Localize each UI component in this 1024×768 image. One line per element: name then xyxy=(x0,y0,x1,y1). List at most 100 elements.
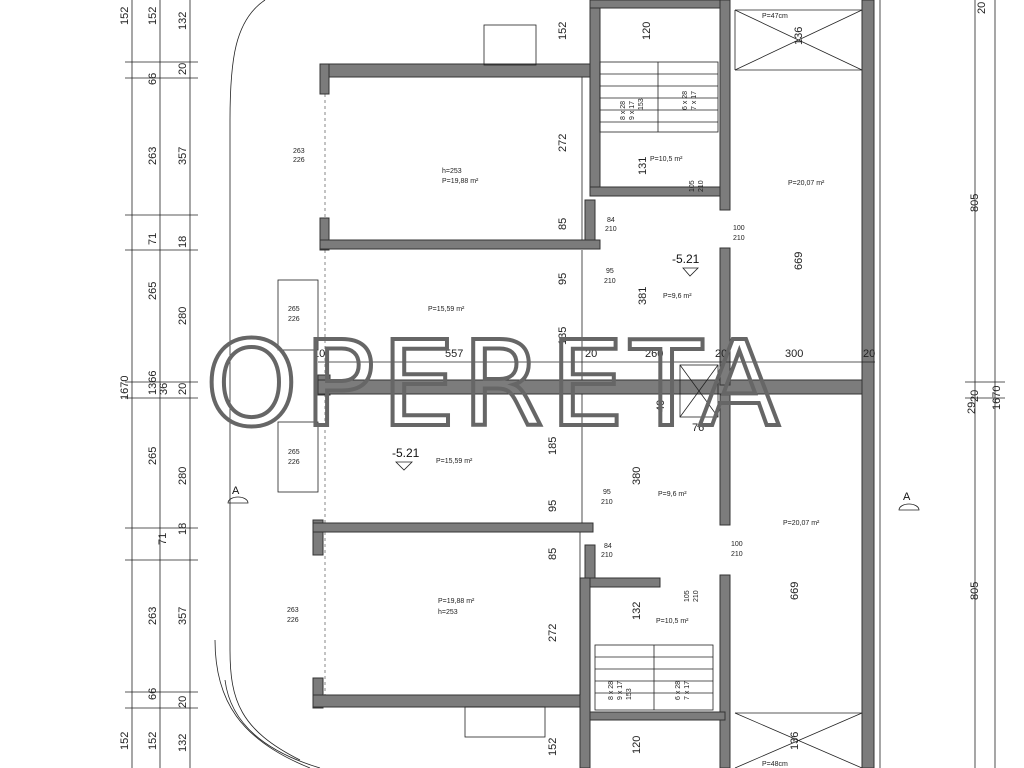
dim-135: 135 xyxy=(557,327,569,345)
stairs-top xyxy=(599,61,719,133)
door-2-height: 210 xyxy=(604,278,616,285)
dim-71-top: 71 xyxy=(147,233,159,245)
dim-152-top-outer: 152 xyxy=(119,7,131,25)
dim-66-bottom: 66 xyxy=(147,688,159,700)
dim-20-top: 20 xyxy=(177,63,189,75)
window-2-height: 226 xyxy=(288,316,300,323)
dim-10: 10 xyxy=(313,348,325,360)
horizontal-dimension: 10 557 20 260 20 300 20 xyxy=(313,348,875,363)
stair-top-tag-5: 153 xyxy=(638,98,645,110)
dim-280-top: 280 xyxy=(177,307,189,325)
hall-bottom-area: P=9,6 m² xyxy=(658,491,687,498)
door-7-width: 100 xyxy=(731,541,743,548)
window-4-height: 226 xyxy=(287,617,299,624)
door-7-height: 210 xyxy=(731,551,743,558)
room-1-area: P=19,88 m² xyxy=(442,178,479,185)
dim-263-bottom: 263 xyxy=(147,607,159,625)
room-bottom-right-label: P=48cm xyxy=(762,761,788,768)
stair-bottom-tag-5: 153 xyxy=(626,688,633,700)
dim-18-top: 18 xyxy=(177,236,189,248)
dim-280-bottom: 280 xyxy=(177,467,189,485)
dim-152-bottom: 152 xyxy=(147,732,159,750)
stair-top-tag-1: 8 x 28 xyxy=(620,101,627,120)
dim-20-right-mid: 20 xyxy=(969,390,981,402)
dim-71-bottom: 71 xyxy=(157,533,169,545)
door-4-width: 105 xyxy=(689,180,696,192)
stair-bottom-tag-2: 9 x 17 xyxy=(617,681,624,700)
level-upper: -5.21 xyxy=(672,252,700,266)
door-8-height: 210 xyxy=(693,590,700,602)
room-4-height: h=253 xyxy=(438,609,458,616)
right-dimension-lines xyxy=(965,0,1005,768)
dim-260: 260 xyxy=(645,348,663,360)
section-mark-right: A xyxy=(898,491,920,511)
room-4-area: P=19,88 m² xyxy=(438,598,475,605)
left-dimension-lines xyxy=(125,0,198,768)
dim-300: 300 xyxy=(785,348,803,360)
window-4-width: 263 xyxy=(287,607,299,614)
stair-bottom-area: P=10,5 m² xyxy=(656,618,689,625)
dim-36: 36 xyxy=(158,383,170,395)
dim-805-right-top: 805 xyxy=(969,194,981,212)
stair-bottom-tag-1: 8 x 28 xyxy=(608,681,615,700)
opening-tags: 263 226 265 226 265 226 263 226 84 210 9… xyxy=(287,148,745,624)
door-5-height: 210 xyxy=(601,499,613,506)
door-1-width: 84 xyxy=(607,217,615,224)
dim-132-inner: 132 xyxy=(631,602,643,620)
dim-132-top: 132 xyxy=(177,12,189,30)
window-1-width: 263 xyxy=(293,148,305,155)
door-8-width: 105 xyxy=(684,590,691,602)
dim-20-c: 20 xyxy=(863,348,875,360)
dim-120-bottom: 120 xyxy=(631,736,643,754)
dim-131: 131 xyxy=(637,157,649,175)
dim-185: 185 xyxy=(547,437,559,455)
stair-top-tag-3: 6 x 28 xyxy=(682,91,689,110)
dim-272-top: 272 xyxy=(557,134,569,152)
dim-152-top: 152 xyxy=(147,7,159,25)
dim-380: 380 xyxy=(631,467,643,485)
dim-1670-left: 1670 xyxy=(119,376,131,400)
interior-lines xyxy=(277,9,863,768)
dim-29: 29 xyxy=(966,402,978,414)
door-3-width: 100 xyxy=(733,225,745,232)
dim-152-bottom-outer: 152 xyxy=(119,732,131,750)
dim-381: 381 xyxy=(637,287,649,305)
watermark: OPERETA xyxy=(205,315,786,453)
door-2-width: 95 xyxy=(606,268,614,275)
dim-66-top: 66 xyxy=(147,73,159,85)
dim-669-top: 669 xyxy=(793,252,805,270)
dim-120-top: 120 xyxy=(641,22,653,40)
left-dimension-texts: 152 1670 152 152 66 263 71 265 1366 36 2… xyxy=(119,7,189,752)
stair-bottom-tag-3: 6 x 28 xyxy=(675,681,682,700)
dim-95-top: 95 xyxy=(557,273,569,285)
stair-top-tag-2: 9 x 17 xyxy=(629,101,636,120)
dim-20-b: 20 xyxy=(715,348,727,360)
dim-20-a: 20 xyxy=(585,348,597,360)
dim-85-top: 85 xyxy=(557,218,569,230)
hall-top-area: P=9,6 m² xyxy=(663,293,692,300)
dim-272-bottom: 272 xyxy=(547,624,559,642)
door-1-height: 210 xyxy=(605,226,617,233)
room-2-area: P=15,59 m² xyxy=(428,306,465,313)
stairs-bottom xyxy=(594,644,714,711)
stair-tags: 8 x 28 9 x 17 6 x 28 7 x 17 153 8 x 28 9… xyxy=(608,91,698,700)
dim-136-bottom: 136 xyxy=(789,732,801,750)
dim-357-top: 357 xyxy=(177,147,189,165)
dim-85-bottom: 85 xyxy=(547,548,559,560)
room-labels: h=253 P=19,88 m² P=15,59 m² P=15,59 m² P… xyxy=(428,13,825,768)
window-1-height: 226 xyxy=(293,157,305,164)
dim-20-bottom: 20 xyxy=(177,696,189,708)
section-label-right: A xyxy=(903,491,911,503)
dim-20-mid: 20 xyxy=(177,383,189,395)
dim-669-bottom: 669 xyxy=(789,582,801,600)
interior-dimension-texts: 152 120 272 85 131 95 381 135 40 76 185 … xyxy=(547,22,978,756)
window-3-width: 265 xyxy=(288,449,300,456)
room-1-height: h=253 xyxy=(442,168,462,175)
room-3-area: P=15,59 m² xyxy=(436,458,473,465)
section-label-left: A xyxy=(232,485,240,497)
dim-76: 76 xyxy=(692,422,704,434)
dim-20-right-top: 20 xyxy=(976,2,988,14)
right-dimension-texts: 20 805 20 1670 805 xyxy=(969,2,1003,600)
